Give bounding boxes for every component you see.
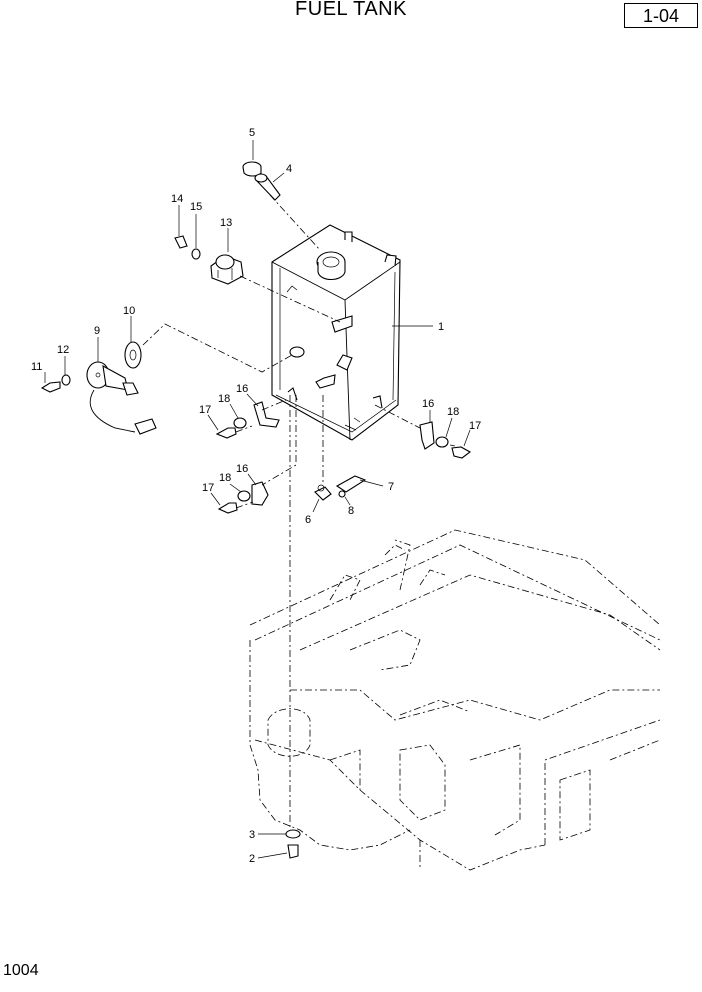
bolt-17-right [451,446,472,459]
strainer [254,173,281,201]
callout-3: 3 [249,829,255,841]
callout-16-lower: 16 [236,463,248,475]
page-number: 1004 [3,962,39,979]
callout-17-right: 17 [469,420,481,432]
callout-16-right: 16 [422,398,434,410]
page-title: FUEL TANK [295,0,407,20]
washer-15 [191,248,201,260]
fuel-tank [271,224,401,441]
filler-cap [242,161,262,177]
callout-1: 1 [438,321,444,333]
callout-10: 10 [123,305,135,317]
bolt-17-upper [215,427,237,439]
bolt-14 [174,235,188,249]
callout-15: 15 [190,201,202,213]
washer-3 [285,829,301,839]
plug-8 [338,490,346,498]
bracket-16-right [419,421,435,450]
bracket-16-lower [251,481,269,506]
washer-12 [61,374,71,386]
callout-18-upper: 18 [218,393,230,405]
callout-8: 8 [348,505,354,517]
washer-18-lower [237,490,251,502]
page-code-box: 1-04 [624,3,698,28]
gasket-10 [124,341,142,369]
callout-17-lower: 17 [202,482,214,494]
callout-5: 5 [249,127,255,139]
callout-18-lower: 18 [219,472,231,484]
callout-13: 13 [220,217,232,229]
callout-11: 11 [31,361,42,373]
assembly-lines [142,194,456,830]
callout-7: 7 [388,481,394,493]
callout-17-upper: 17 [199,404,211,416]
drain-cock [314,484,332,501]
bolt-11 [40,381,61,393]
clamp [210,254,244,285]
fuel-sender-unit [86,361,157,435]
callout-2: 2 [249,853,255,865]
bracket-16-upper [253,401,280,428]
callout-16-upper: 16 [236,383,248,395]
callout-6: 6 [305,514,311,526]
callout-labels: 1 2 3 4 5 6 7 8 9 10 11 12 13 14 15 16 1… [31,127,481,865]
leader-lines [44,140,471,859]
callout-12: 12 [57,344,69,356]
washer-18-right [435,436,449,448]
bolt-2 [287,844,299,859]
callout-18-right: 18 [447,406,459,418]
callout-14: 14 [171,193,183,205]
drain-hose [335,475,367,493]
bolt-17-lower [217,502,238,514]
callout-4: 4 [286,163,292,175]
callout-9: 9 [94,325,100,337]
washer-18-upper [233,417,247,429]
chassis-frame [249,529,661,871]
